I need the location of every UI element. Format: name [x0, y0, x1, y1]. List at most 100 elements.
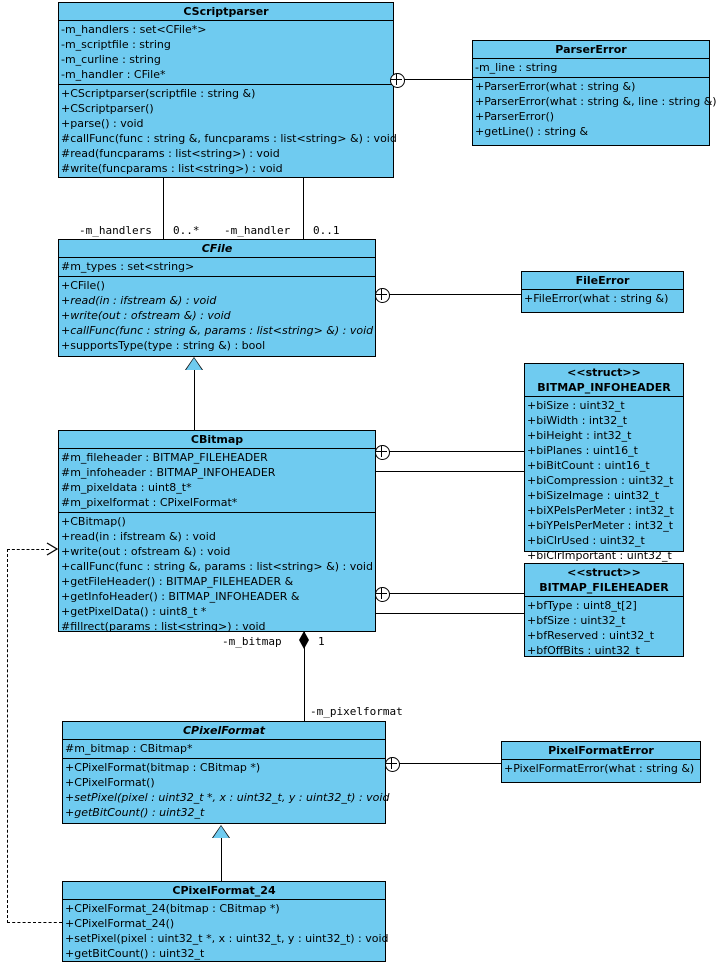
attribute-row: -m_scriptfile : string	[61, 38, 171, 51]
attribute-row: #m_infoheader : BITMAP_INFOHEADER	[61, 466, 276, 479]
operation-row: +callFunc(func : string &, params : list…	[61, 324, 374, 337]
attribute-row: +biBitCount : uint16_t	[527, 459, 650, 472]
attribute-row: -m_line : string	[475, 61, 558, 74]
operation-row: +read(in : ifstream &) : void	[61, 294, 217, 307]
edge-cpixelformat-pixelformaterror	[392, 763, 502, 764]
attributes-compartment-cpixelformat: #m_bitmap : CBitmap*	[63, 740, 385, 759]
edge-m-handlers	[163, 177, 164, 239]
class-box-fileerror[interactable]: FileError +FileError(what : string &)	[521, 271, 684, 313]
class-box-bitmap-fileheader[interactable]: <<struct>> BITMAP_FILEHEADER +bfType : u…	[524, 563, 684, 657]
edge-m-handler	[303, 177, 304, 239]
operations-compartment-cfile: +CFile() +read(in : ifstream &) : void +…	[59, 277, 375, 355]
operation-row: +getFileHeader() : BITMAP_FILEHEADER &	[61, 575, 294, 588]
edge-composition-bitmap-pixelformat	[304, 632, 305, 721]
edge-generalization-cbitmap	[194, 370, 195, 430]
dependency-arrowhead-icon	[46, 542, 58, 556]
attribute-row: -m_handler : CFile*	[61, 68, 166, 81]
operations-compartment-parsererror: +ParserError(what : string &) +ParserErr…	[473, 78, 716, 141]
edge-generalization-cpixelformat24	[221, 838, 222, 881]
operation-row: +ParserError()	[475, 110, 555, 123]
operation-row: +ParserError(what : string &)	[475, 80, 636, 93]
attribute-row: -m_curline : string	[61, 53, 161, 66]
attribute-row: +biClrImportant : uint32_t	[527, 549, 672, 562]
operation-row: +PixelFormatError(what : string &)	[504, 762, 695, 775]
class-title-pixelformaterror: PixelFormatError	[502, 742, 700, 760]
operation-row: +CPixelFormat_24()	[65, 917, 175, 930]
edge-cbitmap-infoheader-assoc	[370, 471, 524, 472]
attribute-row: #m_types : set<string>	[61, 260, 195, 273]
edge-label-m-bitmap-role: -m_bitmap	[222, 635, 282, 648]
class-box-parsererror[interactable]: ParserError -m_line : string +ParserErro…	[472, 40, 716, 146]
attribute-row: +bfType : uint8_t[2]	[527, 599, 637, 612]
operations-compartment-cpixelformat: +CPixelFormat(bitmap : CBitmap *) +CPixe…	[63, 759, 390, 822]
nest-marker-parsererror	[390, 73, 405, 88]
edge-label-m-handler-mult: 0..1	[313, 224, 340, 237]
class-box-cpixelformat[interactable]: CPixelFormat #m_bitmap : CBitmap* +CPixe…	[62, 721, 390, 824]
edge-cscriptparser-parsererror	[397, 79, 473, 80]
edge-cfile-fileerror	[382, 294, 521, 295]
operation-row: +CBitmap()	[61, 515, 126, 528]
attribute-row: #m_pixeldata : uint8_t*	[61, 481, 192, 494]
edge-label-m-bitmap-mult: 1	[318, 635, 325, 648]
attribute-row: -m_handlers : set<CFile*>	[61, 23, 207, 36]
class-title-bitmap-fileheader: BITMAP_FILEHEADER	[525, 580, 683, 597]
class-box-cfile[interactable]: CFile #m_types : set<string> +CFile() +r…	[58, 239, 376, 357]
attribute-row: +biCompression : uint32_t	[527, 474, 674, 487]
attributes-compartment-bitmap-infoheader: +biSize : uint32_t +biWidth : int32_t +b…	[525, 397, 683, 565]
composition-diamond	[299, 631, 309, 649]
operation-row: #read(funcparams : list<string>) : void	[61, 147, 280, 160]
edge-label-m-handler-role: -m_handler	[224, 224, 291, 237]
nest-marker-pixelformaterror	[385, 757, 400, 772]
dependency-segment-top	[7, 549, 49, 550]
dependency-segment-left	[7, 549, 8, 923]
class-box-cbitmap[interactable]: CBitmap #m_fileheader : BITMAP_FILEHEADE…	[58, 430, 376, 633]
class-title-parsererror: ParserError	[473, 41, 709, 59]
operation-row: #fillrect(params : list<string>) : void	[61, 620, 266, 633]
operation-row: +CScriptparser()	[61, 102, 154, 115]
attributes-compartment-cscriptparser: -m_handlers : set<CFile*> -m_scriptfile …	[59, 21, 393, 85]
class-title-cbitmap: CBitmap	[59, 431, 375, 449]
class-title-cpixelformat-24: CPixelFormat_24	[63, 882, 385, 900]
operation-row: +CPixelFormat()	[65, 776, 155, 789]
class-box-cpixelformat-24[interactable]: CPixelFormat_24 +CPixelFormat_24(bitmap …	[62, 881, 389, 963]
class-title-cpixelformat: CPixelFormat	[63, 722, 385, 740]
attribute-row: +biSize : uint32_t	[527, 399, 625, 412]
operation-row: +write(out : ofstream &) : void	[61, 545, 231, 558]
nest-marker-fileheader	[375, 587, 390, 602]
nest-marker-fileerror	[375, 288, 390, 303]
operation-row: +CScriptparser(scriptfile : string &)	[61, 87, 256, 100]
attribute-row: +biClrUsed : uint32_t	[527, 534, 645, 547]
operation-row: +callFunc(func : string &, params : list…	[61, 560, 373, 573]
operations-compartment-cscriptparser: +CScriptparser(scriptfile : string &) +C…	[59, 85, 397, 178]
edge-label-m-handlers-mult: 0..*	[173, 224, 200, 237]
attribute-row: +biSizeImage : uint32_t	[527, 489, 660, 502]
operation-row: +supportsType(type : string &) : bool	[61, 339, 266, 352]
attributes-compartment-cbitmap: #m_fileheader : BITMAP_FILEHEADER #m_inf…	[59, 449, 375, 513]
attributes-compartment-parsererror: -m_line : string	[473, 59, 709, 78]
operation-row: #write(funcparams : list<string>) : void	[61, 162, 283, 175]
class-box-bitmap-infoheader[interactable]: <<struct>> BITMAP_INFOHEADER +biSize : u…	[524, 363, 684, 562]
generalization-arrowhead-cbitmap	[186, 358, 202, 370]
operations-compartment-cbitmap: +CBitmap() +read(in : ifstream &) : void…	[59, 513, 375, 636]
operation-row: +setPixel(pixel : uint32_t *, x : uint32…	[65, 791, 390, 804]
operations-compartment-cpixelformat-24: +CPixelFormat_24(bitmap : CBitmap *) +CP…	[63, 900, 389, 963]
operation-row: +CFile()	[61, 279, 105, 292]
operation-row: +getBitCount() : uint32_t	[65, 947, 205, 960]
attributes-compartment-bitmap-fileheader: +bfType : uint8_t[2] +bfSize : uint32_t …	[525, 597, 683, 660]
edge-label-m-handlers-role: -m_handlers	[79, 224, 152, 237]
attribute-row: +biHeight : int32_t	[527, 429, 632, 442]
edge-cbitmap-fileheader-assoc	[370, 613, 524, 614]
operations-compartment-pixelformaterror: +PixelFormatError(what : string &)	[502, 760, 700, 778]
attributes-compartment-cfile: #m_types : set<string>	[59, 258, 375, 277]
attribute-row: #m_fileheader : BITMAP_FILEHEADER	[61, 451, 268, 464]
attribute-row: +biXPelsPerMeter : int32_t	[527, 504, 674, 517]
class-box-cscriptparser[interactable]: CScriptparser -m_handlers : set<CFile*> …	[58, 2, 397, 178]
operation-row: +getPixelData() : uint8_t *	[61, 605, 207, 618]
class-title-bitmap-infoheader: BITMAP_INFOHEADER	[525, 380, 683, 397]
edge-label-m-pixelformat-role: -m_pixelformat	[310, 705, 403, 718]
operation-row: +CPixelFormat(bitmap : CBitmap *)	[65, 761, 261, 774]
class-box-pixelformaterror[interactable]: PixelFormatError +PixelFormatError(what …	[501, 741, 701, 783]
class-stereotype-bitmap-infoheader: <<struct>>	[567, 366, 641, 379]
operation-row: +getLine() : string &	[475, 125, 589, 138]
operation-row: +setPixel(pixel : uint32_t *, x : uint32…	[65, 932, 389, 945]
